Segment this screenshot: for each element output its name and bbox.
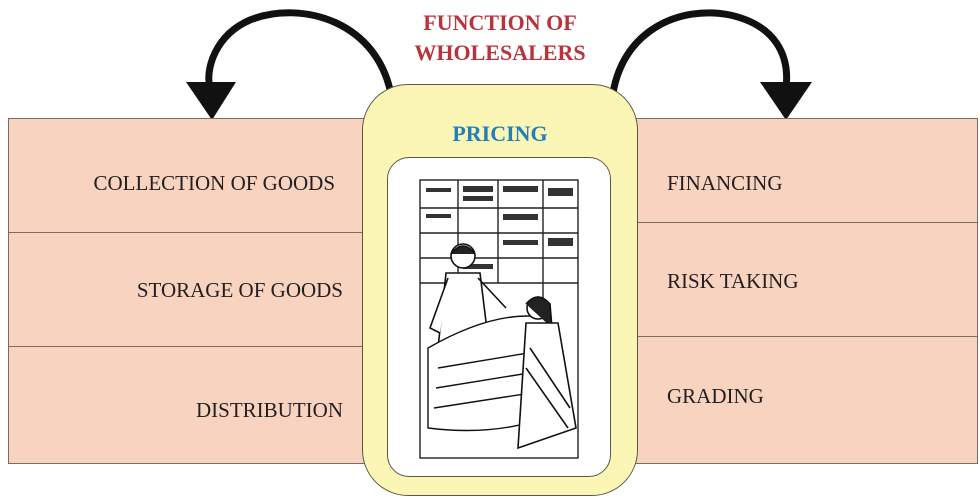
function-label: DISTRIBUTION [196,398,343,422]
function-row-storage: STORAGE OF GOODS [9,233,379,347]
pricing-label: PRICING [452,121,548,146]
right-functions-panel: FINANCING RISK TAKING GRADING [628,118,978,464]
function-row-financing: FINANCING [629,119,977,223]
diagram-title: FUNCTION OF WHOLESALERS [380,8,620,68]
function-label: COLLECTION OF GOODS [93,171,336,195]
function-row-distribution: DISTRIBUTION [9,347,379,464]
left-functions-panel: COLLECTION OF GOODS STORAGE OF GOODS DIS… [8,118,380,464]
function-label: RISK TAKING [667,269,799,293]
function-row-grading: GRADING [629,337,977,464]
title-line-1: FUNCTION OF [423,10,577,35]
function-label: STORAGE OF GOODS [136,278,343,302]
function-label: GRADING [667,384,764,408]
left-curved-arrow [205,9,396,104]
center-pricing-box: PRICING [362,84,638,496]
title-line-2: WHOLESALERS [414,40,586,65]
function-row-collection: COLLECTION OF GOODS [9,119,379,233]
function-label: FINANCING [667,171,783,195]
function-row-risk-taking: RISK TAKING [629,223,977,337]
illustration-frame [387,157,611,477]
left-arrowhead [186,82,236,120]
right-curved-arrow [608,9,791,104]
right-arrowhead [760,82,812,120]
wholesaler-illustration-icon [419,179,579,459]
